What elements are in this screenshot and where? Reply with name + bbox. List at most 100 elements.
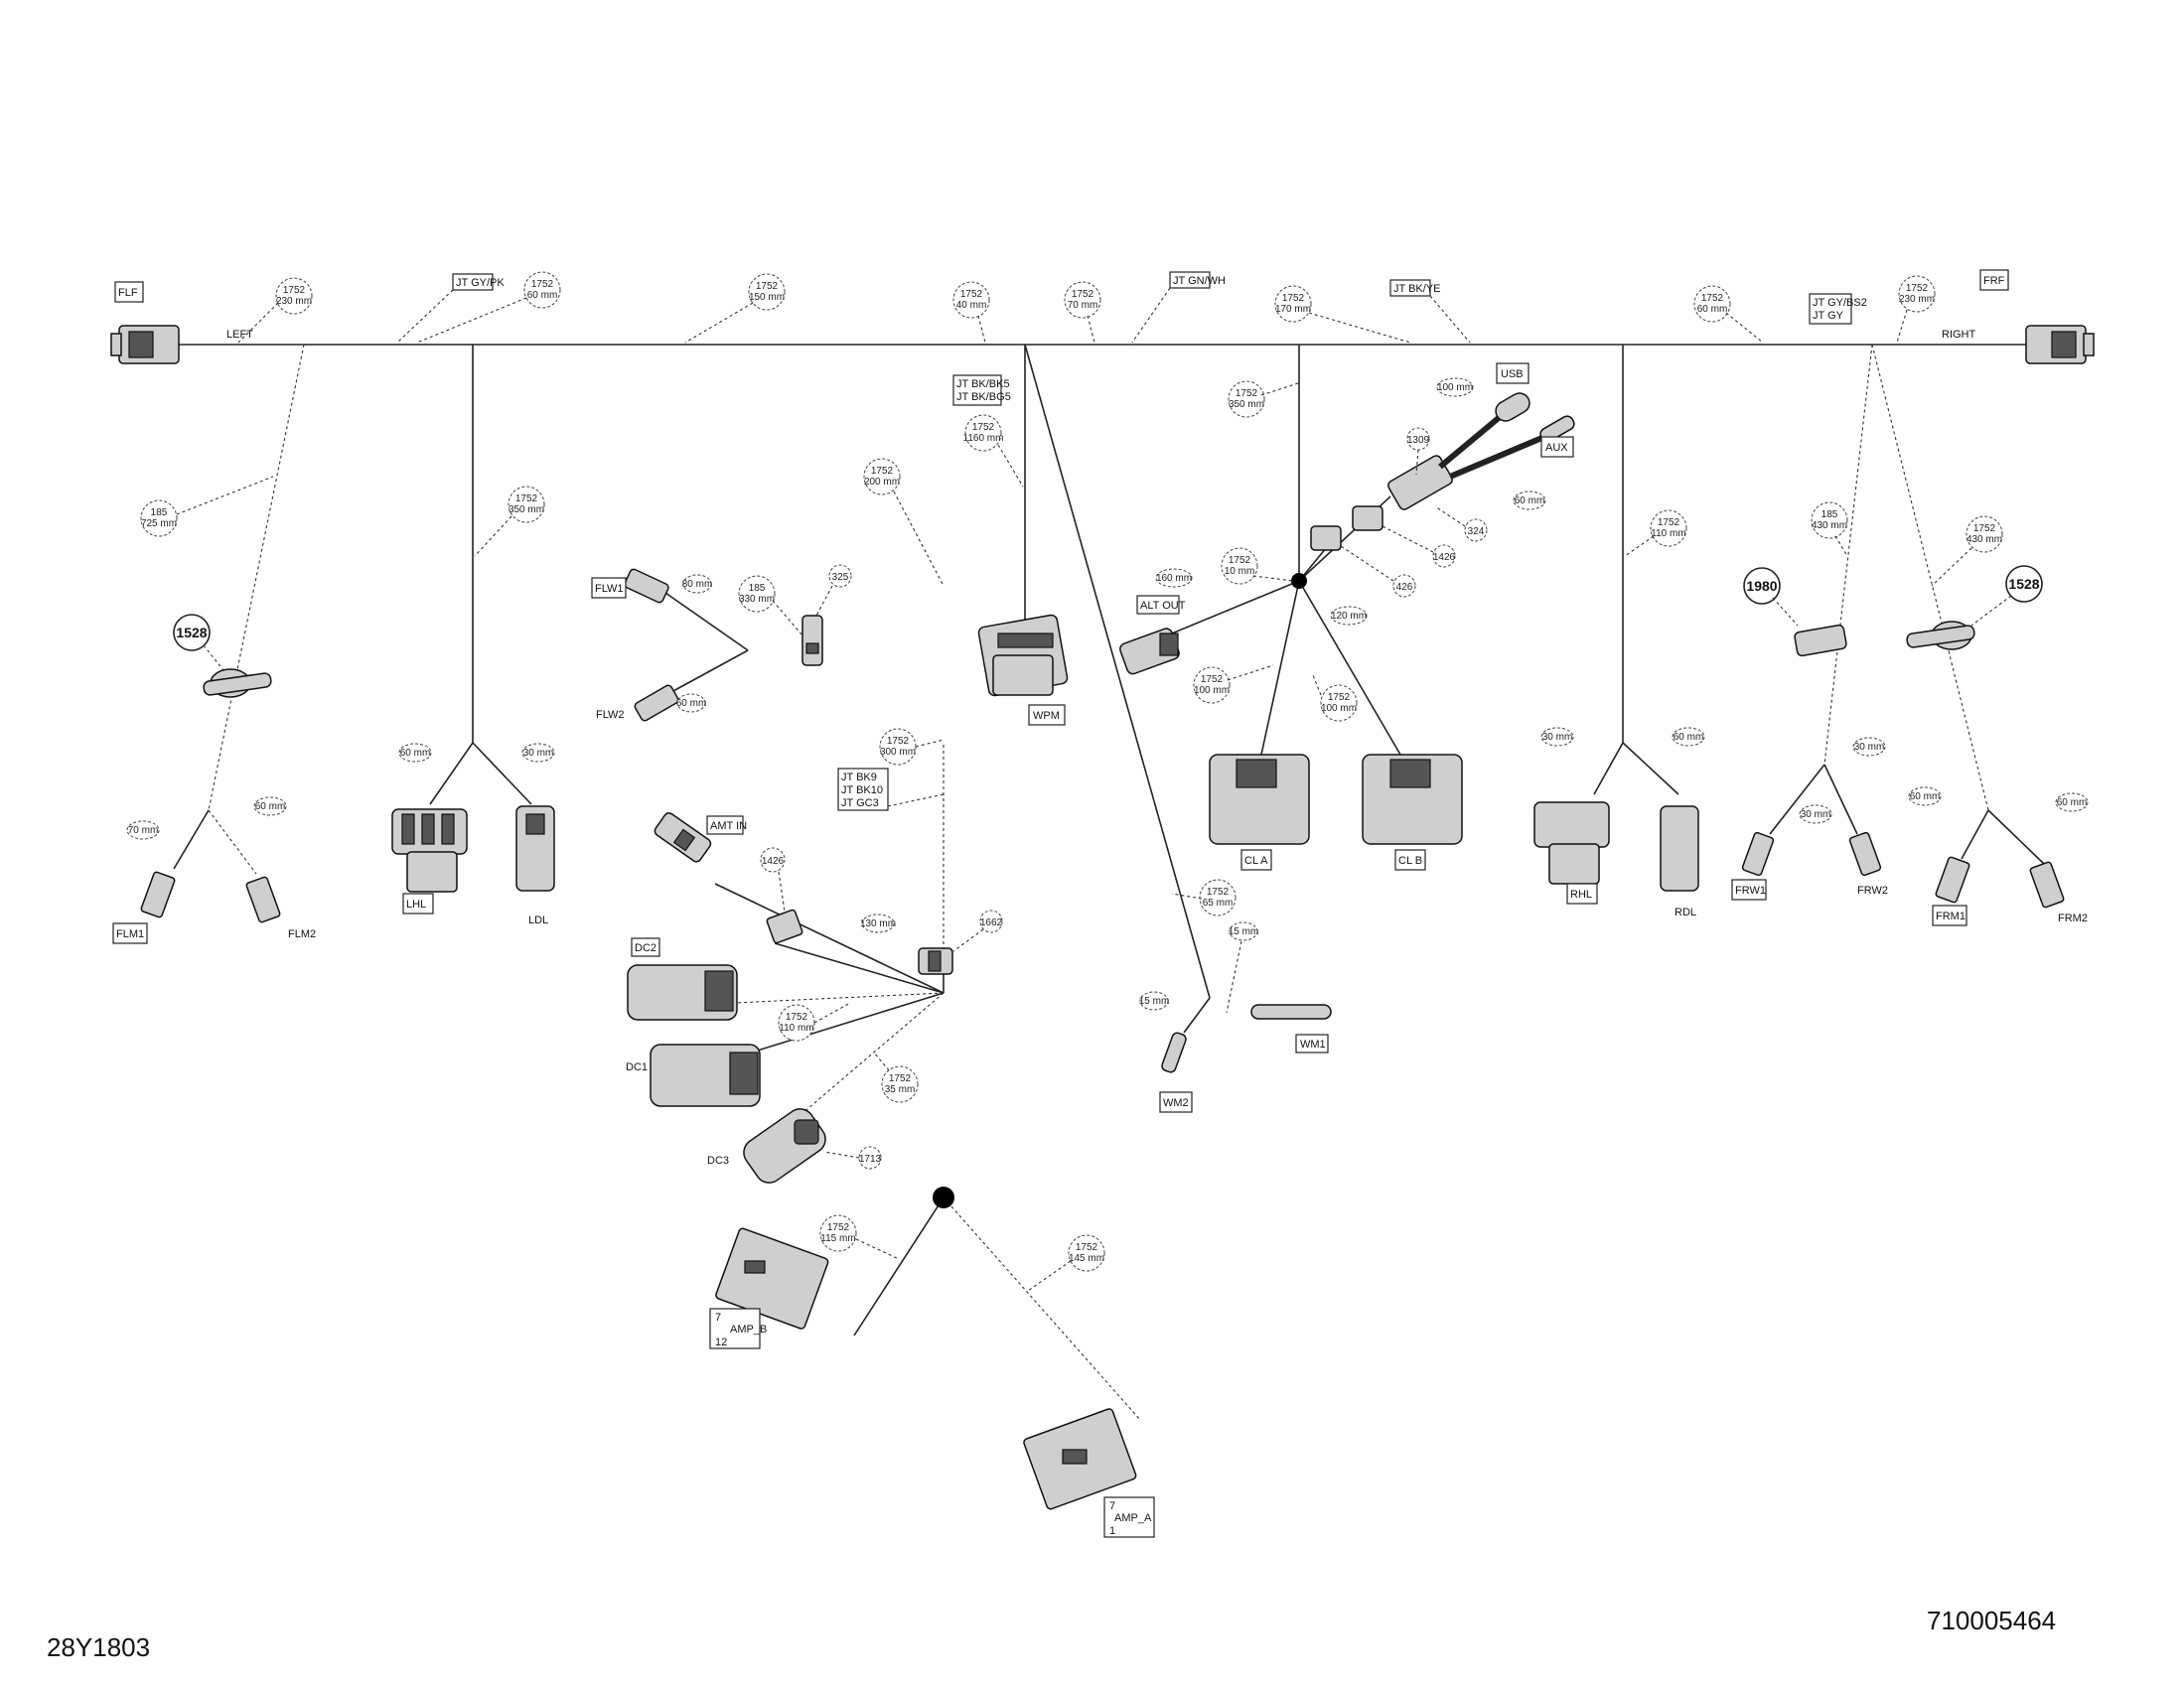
- junction-j1: JT GY/PK: [396, 273, 505, 344]
- junction-j6: JT BK9 JT BK10 JT GC3: [837, 768, 945, 811]
- clip-1528-left-shape: [203, 668, 272, 698]
- label-flf: FLF: [114, 281, 144, 303]
- svg-text:185: 185: [1821, 509, 1838, 520]
- bubble-b5: 1752 70 mm: [1064, 281, 1101, 344]
- svg-text:1662: 1662: [980, 917, 1003, 928]
- label-amp-a-text: AMP_A: [1114, 1512, 1152, 1524]
- bubble-b12: 1752 200 mm: [863, 458, 945, 587]
- bubble-b27: 1752 145 mm: [1027, 1234, 1105, 1292]
- label-wm2-text: WM2: [1163, 1097, 1189, 1109]
- svg-text:35 mm: 35 mm: [885, 1084, 916, 1095]
- bubble-b6: 1752 170 mm: [1274, 285, 1411, 344]
- junction-j4b-text: JT GY: [1813, 310, 1844, 322]
- svg-text:350 mm: 350 mm: [509, 504, 544, 515]
- label-rdl: RDL: [1674, 907, 1696, 918]
- svg-text:170 mm: 170 mm: [1275, 304, 1311, 315]
- label-dc1-text: DC1: [626, 1061, 648, 1073]
- branch-rhl-rdl: [1593, 742, 1679, 795]
- connector-flw1-shape: [624, 568, 669, 604]
- drawing-ref-right: 710005464: [1927, 1606, 2056, 1635]
- bubble-b14: 1752 350 mm: [1228, 380, 1302, 418]
- connector-dc3-shape: [743, 1108, 826, 1184]
- label-rhl: RHL: [1566, 883, 1598, 905]
- bubble-b10: 1752 350 mm: [474, 486, 545, 557]
- svg-text:1426: 1426: [762, 856, 785, 867]
- len-flw1: 80 mm: [682, 574, 712, 594]
- connector-flw2-shape: [634, 684, 679, 722]
- clip-1528-right-shape: [1906, 621, 1975, 650]
- branch-center-hub: [1166, 535, 1401, 756]
- len-usb: 100 mm: [1436, 377, 1474, 397]
- drawing-ref-left: 28Y1803: [47, 1632, 150, 1662]
- svg-text:1752: 1752: [887, 736, 910, 747]
- label-wm1-text: WM1: [1300, 1039, 1326, 1051]
- junction-j4: JT GY/BS2 JT GY: [1809, 293, 1867, 325]
- bubble-b20: 1752 100 mm: [1312, 674, 1358, 722]
- label-flw2: FLW2: [596, 709, 625, 721]
- svg-text:115 mm: 115 mm: [820, 1233, 855, 1244]
- svg-text:1752: 1752: [1328, 692, 1351, 703]
- len-rhl: 30 mm: [1540, 727, 1574, 747]
- svg-text:1752: 1752: [1072, 289, 1094, 300]
- connector-dc1-shape: [650, 1044, 761, 1107]
- label-dc3: DC3: [707, 1155, 729, 1167]
- svg-text:145 mm: 145 mm: [1069, 1253, 1104, 1264]
- bubble-b22: 1752 300 mm: [879, 728, 945, 766]
- svg-text:130 mm: 130 mm: [860, 918, 896, 929]
- part-1662-shape: [918, 947, 953, 975]
- label-flm2-text: FLM2: [288, 928, 316, 940]
- bubble-b7: 1752 60 mm: [1693, 285, 1764, 344]
- svg-text:1752: 1752: [1282, 293, 1305, 304]
- svg-text:30 mm: 30 mm: [523, 748, 554, 759]
- bubble-b16: 185 430 mm: [1811, 501, 1848, 557]
- amp-a-pin-bottom: 1: [1109, 1525, 1115, 1537]
- svg-text:120 mm: 120 mm: [1331, 611, 1367, 622]
- branch-frm: [1961, 809, 2045, 865]
- label-lhl-text: LHL: [406, 899, 426, 911]
- label-cl-b: CL B: [1394, 849, 1426, 871]
- label-left: LEFT: [226, 329, 253, 341]
- connector-amt-in-shape: [654, 812, 712, 863]
- label-wm2: WM2: [1159, 1091, 1193, 1113]
- junction-j5: JT BK/BK5 JT BK/BG5: [952, 374, 1011, 406]
- label-frf-text: FRF: [1983, 275, 2005, 287]
- junction-j3: JT BK/YE: [1389, 279, 1471, 344]
- connector-flf-shape: [110, 325, 180, 364]
- connector-frm1-shape: [1935, 856, 1970, 904]
- svg-text:325: 325: [832, 572, 849, 583]
- len-amt: 130 mm: [860, 914, 896, 933]
- svg-text:70 mm: 70 mm: [128, 825, 159, 836]
- branch-wm: [1183, 997, 1211, 1034]
- label-flf-text: FLF: [118, 287, 138, 299]
- label-flw1: FLW1: [591, 577, 627, 599]
- label-frw1: FRW1: [1731, 879, 1767, 901]
- label-frm1: FRM1: [1932, 905, 1967, 926]
- svg-text:300 mm: 300 mm: [880, 747, 916, 758]
- part-bubble-1426-b: 1426: [1382, 525, 1456, 568]
- len-frm1: 60 mm: [1908, 786, 1942, 806]
- svg-text:30 mm: 30 mm: [1854, 742, 1885, 753]
- svg-text:100 mm: 100 mm: [1321, 703, 1357, 714]
- junction-j2-text: JT GN/WH: [1173, 275, 1226, 287]
- svg-text:70 mm: 70 mm: [1068, 300, 1098, 311]
- svg-text:60 mm: 60 mm: [400, 748, 431, 759]
- bubble-b13: 185 330 mm: [738, 575, 803, 636]
- label-cl-b-text: CL B: [1398, 855, 1422, 867]
- svg-text:330 mm: 330 mm: [739, 594, 775, 605]
- bubble-b15: 1752 110 mm: [1624, 509, 1687, 557]
- svg-text:1752: 1752: [1701, 293, 1724, 304]
- label-alt-out: ALT OUT: [1136, 595, 1186, 615]
- bubble-b3: 1752 150 mm: [684, 273, 786, 344]
- label-alt-out-text: ALT OUT: [1140, 600, 1186, 612]
- junction-j4a-text: JT GY/BS2: [1813, 297, 1867, 309]
- bubble-b11: 1752 1160 mm: [963, 414, 1024, 488]
- svg-text:60 mm: 60 mm: [1697, 304, 1728, 315]
- label-flm1: FLM1: [112, 922, 148, 944]
- svg-text:1713: 1713: [859, 1154, 882, 1165]
- len-aux: 60 mm: [1513, 491, 1546, 510]
- svg-text:60 mm: 60 mm: [1910, 791, 1941, 802]
- label-rdl-text: RDL: [1674, 907, 1696, 918]
- connector-rdl-shape: [1660, 805, 1699, 892]
- len-flw2: 60 mm: [676, 693, 706, 713]
- svg-text:1752: 1752: [1229, 555, 1251, 566]
